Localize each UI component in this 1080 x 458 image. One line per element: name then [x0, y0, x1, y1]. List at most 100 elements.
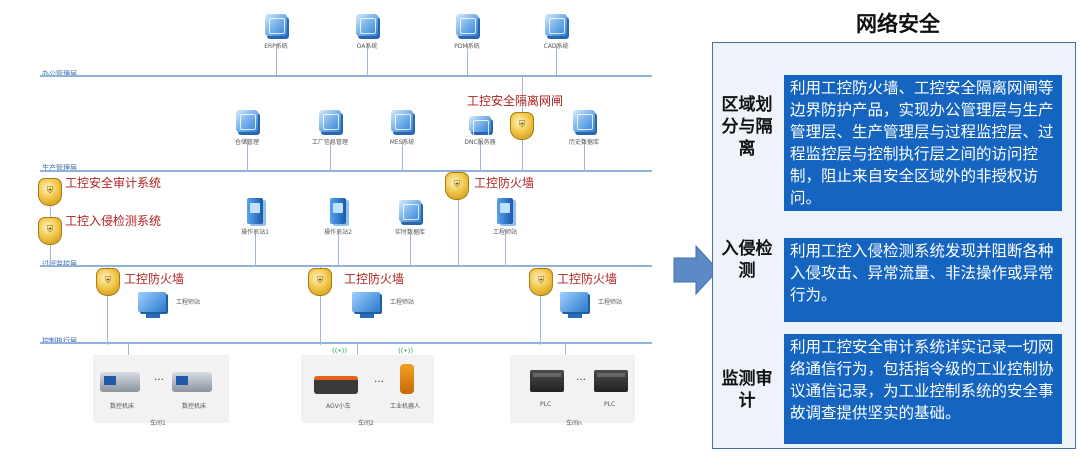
operator-station-2: 操作员站2: [303, 198, 373, 236]
engineer-workstation-icon: [352, 292, 386, 322]
office-network-line: [40, 75, 652, 77]
operator-station-1: 操作员站1: [220, 198, 290, 236]
node-label: DNC服务器: [464, 139, 496, 146]
link-line: [107, 265, 108, 345]
section-text-intrusion: 利用工控入侵检测系统发现并阻断各种入侵攻击、异常流量、非法操作或异常行为。: [784, 238, 1062, 322]
workstation-label: 工程师站: [390, 299, 415, 306]
server-icon: [261, 12, 291, 40]
node-label: 工厂信息管理: [311, 139, 348, 146]
workstation-label: 工程师站: [598, 299, 623, 306]
link-line: [584, 140, 585, 171]
workshop-label: 车间2: [358, 420, 374, 427]
link-line: [402, 140, 403, 171]
link-line: [480, 140, 481, 171]
cad-node: CAD系统: [521, 12, 591, 50]
workshop-label: 车间1: [150, 420, 166, 427]
wireless-icon: ((•)): [398, 347, 414, 355]
device-label: AGV小车: [326, 403, 351, 410]
factory-info-node: 工厂信息管理: [295, 108, 365, 146]
layer-label-office: 办公管理层: [42, 70, 77, 78]
firewall-shield-icon: ⛨: [96, 268, 120, 296]
device-label: 数控机床: [182, 403, 207, 410]
ellipsis: …: [154, 372, 164, 383]
production-network-line: [40, 170, 652, 172]
section-text-audit: 利用工控安全审计系统详实记录一切网络通信行为，包括指令级的工业控制协议通信记录，…: [784, 334, 1062, 444]
node-label: 操作员站1: [241, 229, 269, 236]
erp-node: ERP系统: [241, 12, 311, 50]
firewall-label: 工控防火墙: [344, 272, 405, 286]
control-network-line: [40, 342, 652, 344]
ids-system-label: 工控入侵检测系统: [65, 214, 162, 228]
audit-shield-icon: ⛨: [38, 178, 62, 206]
link-line: [367, 44, 368, 76]
dnc-node: DNC服务器: [445, 108, 515, 146]
firewall-shield-icon: ⛨: [445, 172, 469, 200]
link-line: [357, 342, 358, 356]
link-line: [247, 140, 248, 171]
server-icon: [541, 12, 571, 40]
ellipsis: …: [576, 372, 586, 383]
node-label: 仓储管理: [234, 139, 259, 146]
server-icon: [232, 108, 262, 136]
audit-system-label: 工控安全审计系统: [65, 176, 162, 190]
link-line: [338, 230, 339, 266]
workstation-label: 工程师站: [176, 299, 201, 306]
link-line: [540, 265, 541, 345]
realtime-db-node: 实时数据库: [375, 198, 445, 236]
link-line: [467, 44, 468, 76]
section-title-audit: 监测审计: [721, 369, 773, 411]
wireless-icon: ((•)): [332, 347, 348, 355]
device-label: PLC: [540, 401, 552, 408]
link-line: [522, 140, 523, 171]
gateway-label: 工控安全隔离网闸: [467, 94, 564, 108]
server-icon: [352, 12, 382, 40]
link-line: [565, 342, 566, 356]
node-label: 实时数据库: [394, 229, 425, 236]
gateway-shield-icon: ⛨: [510, 112, 534, 140]
plc-icon: [594, 370, 628, 392]
device-label: 数控机床: [110, 403, 135, 410]
link-line: [255, 230, 256, 266]
layer-label-process: 过程监控层: [42, 260, 77, 268]
right-arrow-icon: [673, 244, 719, 296]
server-icon: [452, 12, 482, 40]
firewall-label: 工控防火墙: [557, 272, 618, 286]
layer-label-control: 控制执行层: [42, 337, 77, 345]
node-label: 工程师站: [492, 229, 517, 236]
section-text-isolation: 利用工控防火墙、工控安全隔离网闸等边界防护产品，实现办公管理层与生产管理层、生产…: [784, 75, 1062, 211]
device-label: 工业机器人: [390, 403, 421, 410]
node-label: 历史数据库: [568, 139, 599, 146]
firewall-label: 工控防火墙: [124, 272, 185, 286]
workstation-icon: [490, 198, 520, 226]
link-line: [330, 140, 331, 171]
server-icon: [395, 198, 425, 226]
workshop-label: 车间n: [566, 420, 582, 427]
device-label: PLC: [604, 401, 616, 408]
link-line: [522, 76, 523, 112]
link-line: [320, 265, 321, 345]
link-line: [556, 44, 557, 76]
engineer-workstation-icon: [560, 292, 594, 322]
plc-icon: [530, 370, 564, 392]
node-label: ERP系统: [264, 43, 288, 50]
link-line: [458, 170, 459, 266]
link-line: [410, 230, 411, 266]
history-db-node: 历史数据库: [549, 108, 619, 146]
process-network-line: [40, 265, 652, 267]
node-label: MES系统: [389, 139, 415, 146]
section-title-intrusion: 入侵检测: [721, 239, 773, 281]
cnc-machine-icon: [100, 372, 140, 392]
workstation-icon: [240, 198, 270, 226]
node-label: CAD系统: [543, 43, 569, 50]
workstation-icon: [323, 198, 353, 226]
section-title-isolation: 区域划分与隔离: [721, 95, 773, 159]
link-line: [505, 230, 506, 266]
link-line: [276, 44, 277, 76]
node-label: PDM系统: [454, 43, 480, 50]
link-line: [128, 342, 129, 356]
server-icon: [315, 108, 345, 136]
node-label: OA系统: [356, 43, 378, 50]
warehouse-node: 仓储管理: [212, 108, 282, 146]
ellipsis: …: [374, 374, 384, 385]
engineer-workstation-icon: [138, 292, 172, 322]
